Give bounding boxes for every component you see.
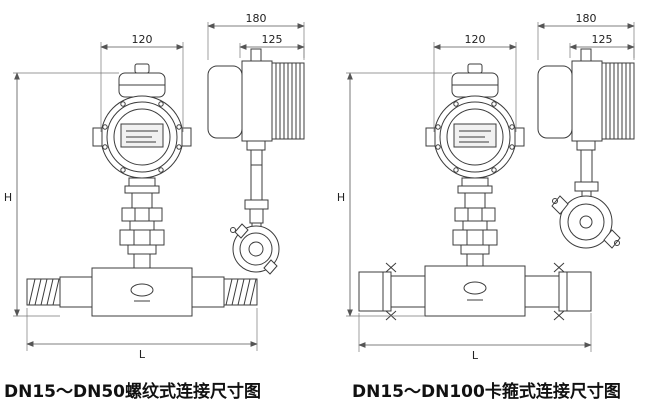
pipe-body-clamp — [358, 262, 592, 321]
right-side-view — [537, 48, 635, 249]
threaded-end-right — [223, 278, 258, 306]
meter-neck — [452, 177, 498, 267]
sensor-stem — [244, 140, 269, 228]
dim-label-L: L — [139, 348, 146, 361]
display-cover-side — [537, 65, 573, 139]
dim-head-width: 120 — [433, 33, 517, 132]
meter-display-head — [92, 95, 192, 179]
top-bolt — [580, 48, 592, 63]
ribbed-cap — [271, 62, 305, 140]
left-front-view — [26, 63, 258, 317]
dim-height: H — [4, 72, 119, 317]
left-caption: DN15～DN50螺纹式连接尺寸图 — [4, 382, 261, 402]
dim-length: L — [358, 313, 592, 362]
right-dimensions: 120 H L 180 125 — [337, 12, 635, 362]
pipe-body-threaded — [26, 267, 258, 317]
dim-housing-depth: 125 — [239, 33, 305, 58]
right-caption: DN15～DN100卡箍式连接尺寸图 — [352, 382, 621, 402]
dim-label-125: 125 — [592, 33, 613, 46]
meter-neck — [119, 177, 165, 269]
side-conduit-boss — [181, 127, 192, 147]
pipe-tube-right — [191, 276, 225, 308]
sensor-stem — [574, 140, 599, 198]
clamp-ring-fitting — [551, 195, 621, 249]
pipe-tube-left — [59, 276, 93, 308]
pipe-tube-left — [390, 275, 426, 308]
meter-display-head — [425, 95, 525, 179]
transmitter-body — [571, 60, 603, 142]
left-drawing: 120 H L 180 125 — [4, 12, 305, 361]
dim-label-120: 120 — [465, 33, 486, 46]
dim-label-H: H — [337, 191, 345, 204]
dim-label-125: 125 — [262, 33, 283, 46]
lcd-display — [120, 123, 164, 148]
nameplate-logo — [130, 283, 154, 297]
side-conduit-boss — [425, 127, 436, 147]
dim-label-180: 180 — [246, 12, 267, 25]
nameplate-logo — [463, 281, 487, 295]
dim-label-120: 120 — [132, 33, 153, 46]
dim-label-180: 180 — [576, 12, 597, 25]
right-front-view — [358, 63, 592, 321]
side-conduit-boss — [92, 127, 103, 147]
dim-label-H: H — [4, 191, 12, 204]
top-bolt — [250, 48, 262, 63]
dim-housing-width: 180 — [207, 12, 305, 60]
meter-body — [91, 267, 193, 317]
clamp-end-right — [553, 262, 592, 321]
pipe-tube-right — [524, 275, 560, 308]
clamp-end-left — [358, 262, 397, 321]
cable-terminal — [134, 63, 150, 74]
transmitter-body — [241, 60, 273, 142]
left-side-view — [207, 48, 305, 275]
threaded-end-left — [26, 278, 61, 306]
ribbed-cap — [601, 62, 635, 140]
dim-label-L: L — [472, 349, 479, 362]
left-dimensions: 120 H L 180 125 — [4, 12, 305, 361]
right-drawing: 120 H L 180 125 — [337, 12, 635, 362]
lcd-display — [453, 123, 497, 148]
dim-height: H — [337, 72, 452, 317]
side-conduit-boss — [514, 127, 525, 147]
display-cover-side — [207, 65, 243, 139]
dim-length: L — [26, 308, 258, 361]
meter-body — [424, 265, 526, 317]
clamp-fitting — [230, 223, 280, 275]
dim-housing-depth: 125 — [569, 33, 635, 58]
cable-terminal — [467, 63, 483, 74]
dim-head-width: 120 — [100, 33, 184, 132]
